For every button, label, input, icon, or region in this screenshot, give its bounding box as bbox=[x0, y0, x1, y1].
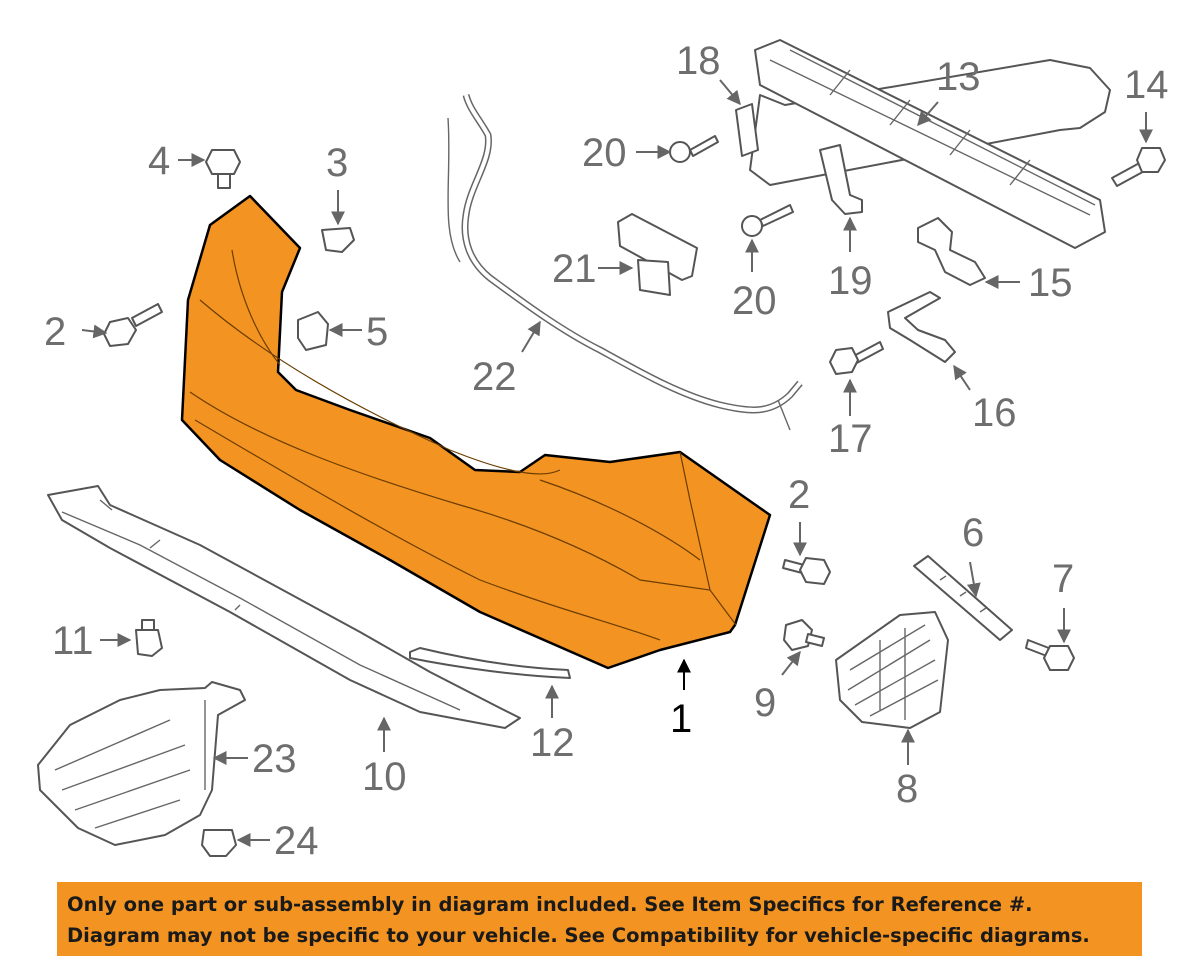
callout-23: 23 bbox=[252, 737, 297, 781]
wiring-harness-part bbox=[447, 93, 803, 431]
callout-6: 6 bbox=[962, 511, 984, 555]
callout-17: 17 bbox=[828, 417, 873, 461]
sensor-21-part bbox=[617, 213, 698, 296]
bracket-6-part bbox=[913, 555, 1013, 641]
reinforcement-bar-part bbox=[749, 39, 1111, 249]
callout-21: 21 bbox=[552, 247, 597, 291]
clip-9-part bbox=[783, 619, 825, 651]
callout-3: 3 bbox=[326, 141, 348, 185]
callout-10: 10 bbox=[362, 755, 407, 799]
bolt-4-part bbox=[205, 149, 241, 189]
disclaimer-banner: Only one part or sub-assembly in diagram… bbox=[57, 882, 1142, 956]
bumper-cover-part bbox=[180, 194, 772, 670]
callout-9: 9 bbox=[754, 681, 776, 725]
clip-5-part bbox=[297, 311, 329, 351]
callout-20a: 20 bbox=[582, 131, 627, 175]
callout-4: 4 bbox=[148, 139, 170, 183]
clip-24-part bbox=[201, 829, 237, 857]
bolt-7-part bbox=[1025, 639, 1075, 671]
callout-19: 19 bbox=[828, 259, 873, 303]
screw-20b-part bbox=[741, 204, 794, 237]
callout-15: 15 bbox=[1028, 261, 1073, 305]
bracket-15-part bbox=[917, 217, 986, 286]
callout-24: 24 bbox=[274, 819, 319, 863]
clip-3-part bbox=[321, 227, 355, 253]
callout-11: 11 bbox=[52, 619, 94, 663]
splash-shield-23-part bbox=[37, 681, 246, 846]
bolt-14-part bbox=[1111, 147, 1166, 187]
parts-diagram: 1 2 2 3 4 5 6 7 8 9 10 11 12 13 14 15 16… bbox=[37, 39, 1169, 863]
molding-12-part bbox=[409, 647, 571, 679]
bolt-2a-part bbox=[103, 303, 163, 347]
bracket-18-part bbox=[735, 103, 759, 157]
callout-22: 22 bbox=[472, 355, 517, 399]
callout-14: 14 bbox=[1124, 63, 1169, 107]
leader-lines bbox=[81, 79, 1153, 847]
callout-13: 13 bbox=[936, 55, 981, 99]
bolt-17-part bbox=[829, 341, 884, 375]
bracket-19-part bbox=[819, 144, 863, 215]
callout-18: 18 bbox=[676, 39, 721, 83]
disclaimer-line-2: Diagram may not be specific to your vehi… bbox=[67, 924, 1090, 947]
bolt-2b-part bbox=[782, 557, 831, 585]
callout-labels: 1 2 2 3 4 5 6 7 8 9 10 11 12 13 14 15 16… bbox=[44, 39, 1169, 863]
callout-8: 8 bbox=[896, 767, 918, 811]
bracket-8-part bbox=[835, 611, 949, 729]
callout-5: 5 bbox=[366, 310, 388, 354]
callout-2a: 2 bbox=[44, 310, 66, 354]
disclaimer-line-1: Only one part or sub-assembly in diagram… bbox=[67, 893, 1033, 916]
clip-11-part bbox=[135, 619, 163, 657]
bracket-16-part bbox=[887, 291, 956, 363]
callout-2b: 2 bbox=[788, 473, 810, 517]
screw-20a-part bbox=[669, 135, 719, 163]
callout-16: 16 bbox=[972, 391, 1017, 435]
callout-20b: 20 bbox=[732, 279, 777, 323]
callout-12: 12 bbox=[530, 721, 575, 765]
callout-1: 1 bbox=[670, 697, 692, 741]
absorber-10-part bbox=[47, 485, 521, 729]
callout-7: 7 bbox=[1052, 557, 1074, 601]
bumper-cover-fill bbox=[180, 194, 772, 670]
